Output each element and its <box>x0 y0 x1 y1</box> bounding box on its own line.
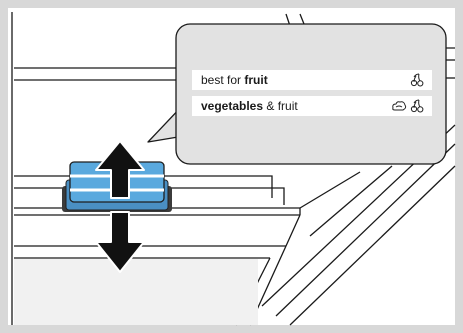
callout-bubble <box>147 23 447 165</box>
cherry-icon <box>410 99 424 113</box>
arrow-down-icon <box>95 211 145 273</box>
setting-vegetables-label: vegetables & fruit <box>201 99 298 113</box>
setting-fruit-label: best for fruit <box>201 73 268 87</box>
humidity-slider[interactable] <box>62 161 172 212</box>
setting-fruit: best for fruit <box>192 70 432 90</box>
crisper-drawer <box>14 259 258 325</box>
setting-vegetables: vegetables & fruit <box>192 96 432 116</box>
vegetable-icon <box>392 101 407 111</box>
cherry-icon <box>410 73 424 87</box>
arrow-up-icon <box>95 140 145 199</box>
